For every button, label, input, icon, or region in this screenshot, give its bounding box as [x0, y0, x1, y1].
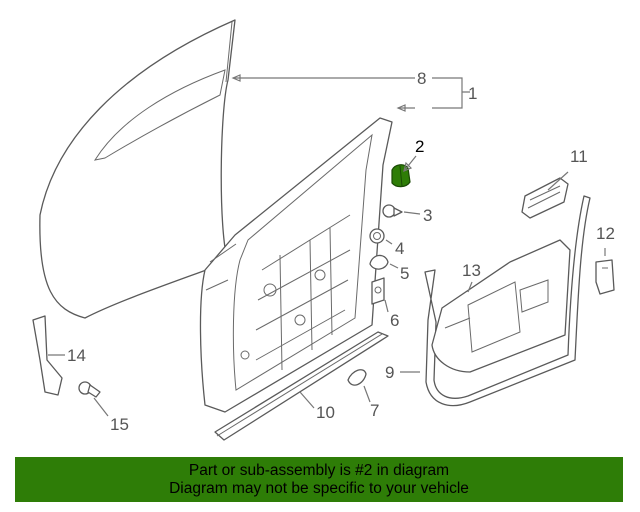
banner-line-part-number: Part or sub-assembly is #2 in diagram [188, 462, 450, 479]
banner-line-disclaimer: Diagram may not be specific to your vehi… [169, 480, 469, 497]
callout-2: 2 [415, 137, 424, 156]
door-weatherstrip-part [424, 195, 591, 407]
plug-part [369, 254, 389, 270]
callout-13: 13 [462, 261, 481, 280]
part-info-banner: Part or sub-assembly is #2 in diagram Di… [15, 457, 623, 502]
callout-labels: 1 2 3 4 5 6 7 8 9 10 11 12 13 14 15 [67, 69, 615, 434]
highlighted-clip-part [391, 164, 411, 188]
callout-12: 12 [596, 224, 615, 243]
door-shell-part [199, 117, 393, 413]
callout-7: 7 [370, 401, 379, 420]
callout-9: 9 [385, 363, 394, 382]
lower-weatherstrip-part [214, 331, 389, 441]
callout-4: 4 [395, 239, 404, 258]
parts-diagram: 1 2 3 4 5 6 7 8 9 10 11 12 13 14 15 [32, 19, 615, 441]
cap-part [347, 369, 367, 386]
leader-lines [48, 74, 606, 417]
callout-1: 1 [468, 84, 477, 103]
callout-3: 3 [423, 206, 432, 225]
handle-bracket-part [521, 177, 569, 219]
pillar-trim-part [32, 315, 63, 396]
screw-part [382, 204, 403, 218]
hole-seal-part [371, 277, 385, 305]
callout-8: 8 [417, 69, 426, 88]
bolt-part [78, 381, 101, 398]
door-trim-panel-part [431, 239, 571, 373]
trim-cover-part [595, 259, 615, 295]
callout-5: 5 [400, 264, 409, 283]
door-glass-part [39, 19, 236, 319]
callout-15: 15 [110, 415, 129, 434]
callout-6: 6 [390, 311, 399, 330]
callout-10: 10 [316, 403, 335, 422]
callout-11: 11 [570, 147, 588, 166]
grommet-part [369, 228, 385, 244]
callout-14: 14 [67, 346, 86, 365]
